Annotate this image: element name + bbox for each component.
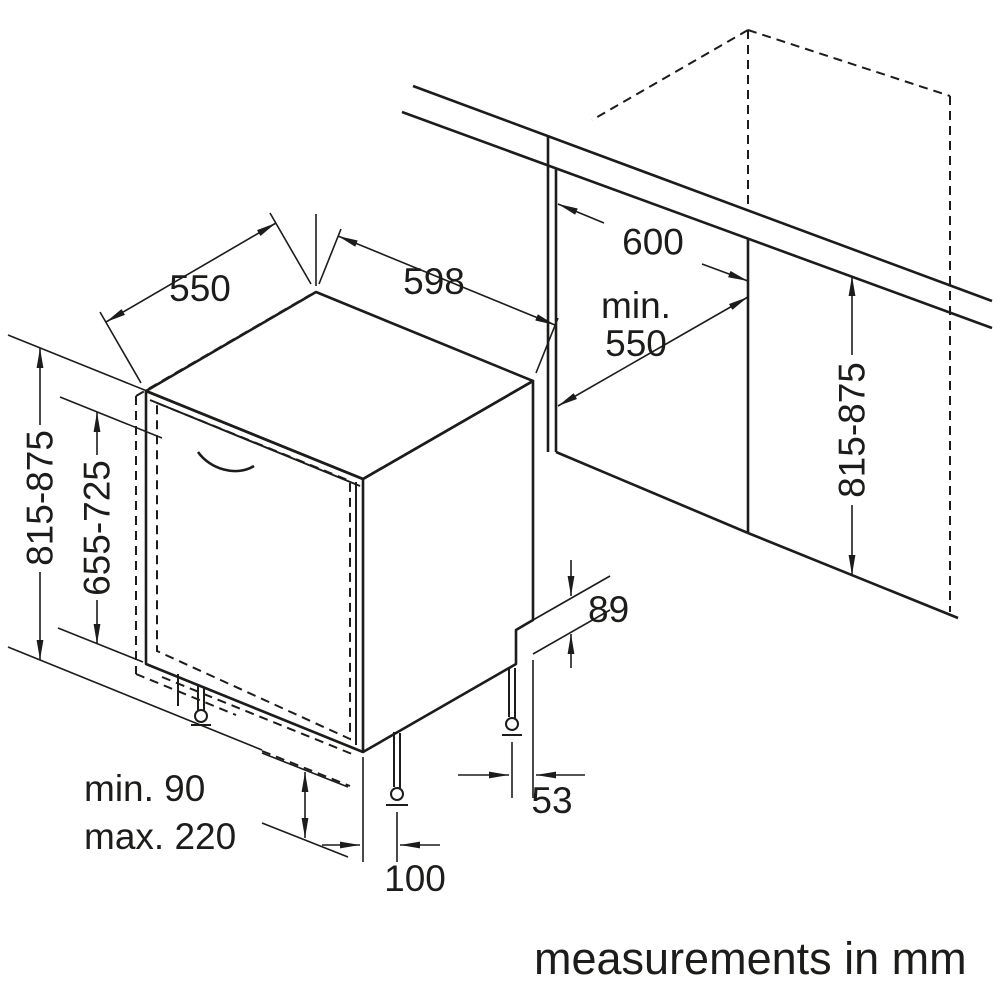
door-panel-dashed	[156, 401, 351, 741]
dim-width-label: 598	[403, 261, 465, 302]
worktop-lines	[401, 84, 993, 330]
dimension-lines	[36, 203, 856, 849]
dim-niche-width-label: 600	[622, 222, 684, 263]
surrounding-cabinet-dashed	[591, 29, 951, 612]
adjustable-foot-front	[386, 732, 408, 806]
door-handle	[196, 451, 255, 473]
unit-note: measurements in mm	[534, 933, 967, 984]
adjustable-foot-left	[191, 686, 211, 726]
appliance-outline	[144, 290, 535, 754]
dim-niche-height-label: 815-875	[832, 362, 873, 498]
dim-base-step-label: 89	[588, 589, 629, 630]
dim-height-overall-label: 815-875	[20, 430, 61, 566]
dim-niche-depth-label-line2: 550	[605, 323, 667, 364]
dim-plinth-max-label: max. 220	[84, 816, 236, 857]
niche-around-appliance-dashed	[135, 294, 353, 787]
dim-door-height-label: 655-725	[77, 460, 118, 596]
dim-top-depth-label: 550	[169, 268, 231, 309]
dim-niche-depth-label-line1: min.	[601, 285, 671, 326]
extension-lines	[7, 212, 611, 862]
adjustable-foot-rear	[502, 667, 522, 736]
dim-rear-foot-inset-label: 53	[531, 780, 572, 821]
dim-plinth-min-label: min. 90	[84, 768, 205, 809]
dim-front-foot-inset-label: 100	[384, 858, 446, 899]
